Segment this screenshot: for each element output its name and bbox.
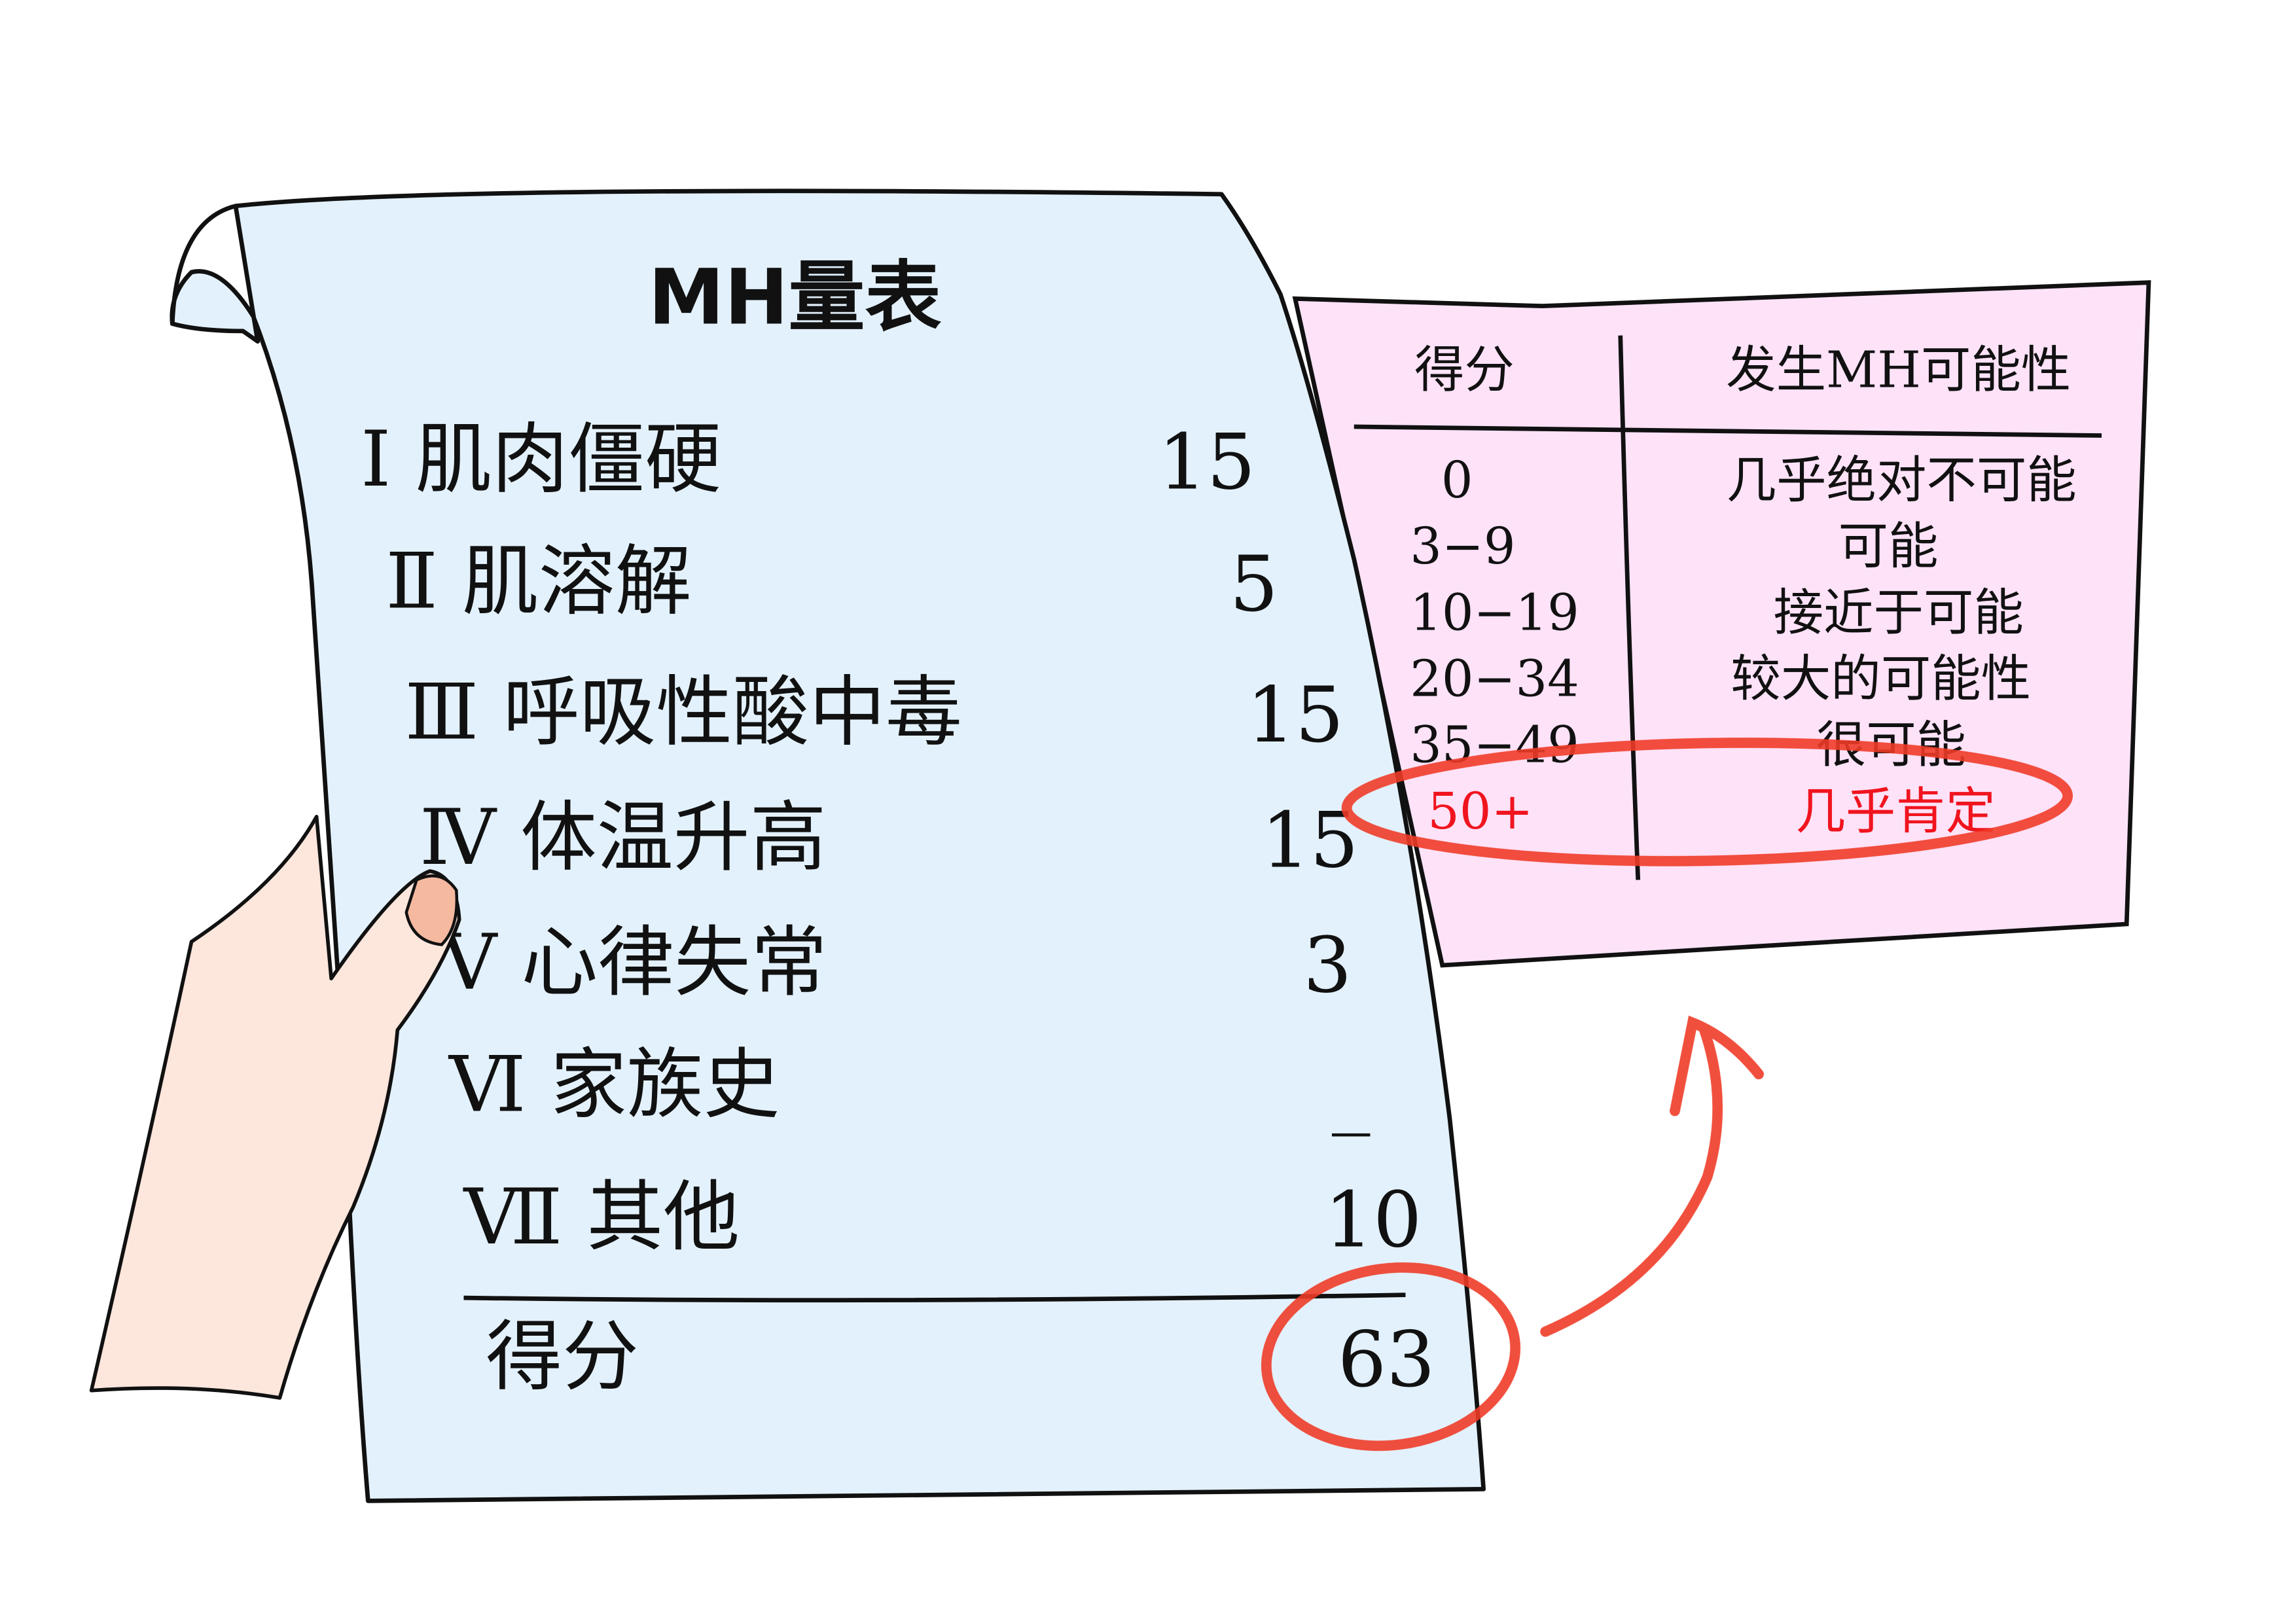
likelihood-cell: 可能 [1839,518,1939,576]
scale-item-label: Ⅰ 肌肉僵硬 [361,414,721,504]
scale-paper: MH量表 Ⅰ 肌肉僵硬 15 Ⅱ 肌溶解 5 Ⅲ 呼吸性酸中毒 15 Ⅳ 体温升… [170,188,1486,1503]
column-divider [1618,335,1641,880]
range-cell: 3−9 [1410,518,1515,576]
header-divider [1354,424,2102,438]
highlight-marks [1261,738,2073,1452]
arrow-icon [1540,1025,1723,1337]
scale-title: MH量表 [648,253,941,342]
scale-item-score: 5 [1230,539,1278,629]
thumbnail-icon [404,874,459,946]
header-likelihood: 发生MH可能性 [1726,341,2071,399]
scale-item-label: Ⅳ 体温升高 [420,793,827,882]
scale-item-label: Ⅴ 心律失常 [440,918,827,1007]
highlight-circle-total [1261,1262,1521,1452]
total-divider [463,1293,1406,1303]
total-score: 63 [1338,1315,1435,1404]
range-cell: 20−34 [1410,650,1579,708]
scale-item-label: Ⅲ 呼吸性酸中毒 [405,668,962,757]
likelihood-cell: 接近于可能 [1774,584,2024,642]
scale-item-label: Ⅱ 肌溶解 [386,537,691,626]
scale-item-score: _ [1332,1047,1371,1137]
scale-item-label: Ⅶ 其他 [462,1172,740,1262]
scale-item-score: 15 [1158,417,1256,507]
likelihood-cell-highlight: 几乎肯定 [1795,783,1996,841]
header-score: 得分 [1414,341,1515,399]
likelihood-cell: 较大的可能性 [1731,650,2031,708]
scale-item-score: 15 [1246,670,1344,760]
total-label: 得分 [486,1312,639,1402]
range-cell: 0 [1441,452,1473,510]
scale-item-score: 3 [1303,920,1352,1010]
likelihood-card: 得分 发生MH可能性 0 几乎绝对不可能 3−9 可能 10−19 接近于可能 … [1292,280,2151,968]
scale-item-score: 10 [1325,1175,1422,1264]
hand-illustration [89,815,461,1400]
arrowhead-icon [1670,1015,1764,1116]
highlight-circle-50plus [1341,738,2073,866]
scroll-curl [170,204,236,324]
range-cell-highlight: 50+ [1427,783,1533,841]
likelihood-cell: 几乎绝对不可能 [1727,452,2077,510]
scale-item-label: Ⅵ 家族史 [448,1040,780,1130]
range-cell: 10−19 [1410,584,1579,642]
